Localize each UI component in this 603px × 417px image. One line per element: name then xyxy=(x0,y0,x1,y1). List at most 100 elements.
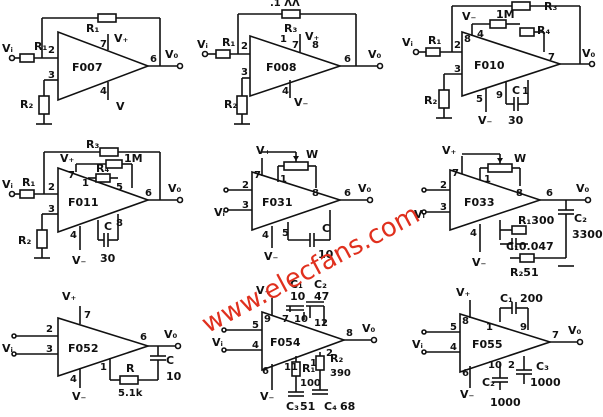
resistor-r1 xyxy=(19,53,35,63)
pin-label: 8 xyxy=(462,316,469,327)
resistor-r4 xyxy=(95,173,111,183)
c2-label: C₂ xyxy=(314,278,327,291)
pin-label: 4 xyxy=(252,340,259,351)
pin-label: 11 xyxy=(284,362,298,373)
chip-label: F055 xyxy=(472,338,502,351)
w-label: W xyxy=(306,148,318,161)
c2-label: C₂ xyxy=(574,212,587,225)
pin-label: 6 xyxy=(546,188,553,199)
rf-label: R₁ xyxy=(86,22,99,35)
r1-label: R₁ xyxy=(428,34,441,47)
r2-label: R₂51 xyxy=(510,266,539,279)
vminus-label: V₋ xyxy=(264,250,279,263)
pin-label: 2 xyxy=(508,360,515,371)
chip-label: F007 xyxy=(72,61,102,74)
pin-label: 8 xyxy=(312,40,319,51)
opamp-triangle xyxy=(57,316,151,378)
resistor-1m xyxy=(489,19,507,29)
pin-label: 4 xyxy=(450,342,457,353)
c-value: 30 xyxy=(508,114,524,127)
pin-label: 1 xyxy=(280,174,287,185)
pin-label: 3 xyxy=(241,67,248,78)
opamp-triangle xyxy=(249,34,343,98)
vi-label: Vᵢ xyxy=(2,42,13,55)
pin-label: 6 xyxy=(462,368,469,379)
r-label: R xyxy=(126,362,135,375)
pin-label: 7 xyxy=(100,39,107,50)
vo-label: V₀ xyxy=(164,328,178,341)
vminus-label: V₋ xyxy=(478,114,493,127)
r3-label: R₃ xyxy=(86,138,99,151)
circuit-f054: F054 V₊ C₁ 10 C₂ 47 Vᵢ V₀ V₋ R₁ 100 xyxy=(212,278,378,413)
circuit-f031: F031 V₊ W Vᵢ V₀ V₋ C 10 7 1 xyxy=(214,144,374,263)
r1-label: R₁ xyxy=(222,36,235,49)
vi-label: Vᵢ xyxy=(402,36,413,49)
w-label: W xyxy=(514,152,526,165)
vminus-label: V₋ xyxy=(260,390,275,403)
pin-label: 4 xyxy=(470,228,477,239)
pin-label: 4 xyxy=(70,230,77,241)
pin-label: 7 xyxy=(548,52,555,63)
pin-label: 10 xyxy=(294,314,308,325)
chip-label: F010 xyxy=(474,59,505,72)
chip-label: F052 xyxy=(68,342,98,355)
1m-label: 1M xyxy=(496,8,515,21)
c-value: 30 xyxy=(100,252,116,265)
pin-label: 6 xyxy=(145,188,152,199)
resistor-r2 xyxy=(315,355,325,371)
vplus-label: V₊ xyxy=(62,290,77,303)
pin-label: 5 xyxy=(450,322,457,333)
vminus-label: V₋ xyxy=(294,96,309,109)
pin-label: 1 xyxy=(280,34,287,45)
resistor-feedback xyxy=(97,13,117,23)
pin-label: 2 xyxy=(48,182,55,193)
r2-label: R₂ xyxy=(424,94,437,107)
c1-value: 10 xyxy=(290,290,306,303)
potentiometer-w xyxy=(487,163,513,173)
c1-label: C₁ xyxy=(290,278,303,291)
resistor-r1 xyxy=(425,47,441,57)
resistor-r2 xyxy=(236,95,248,115)
resistor-r1 xyxy=(215,49,231,59)
vi-label: Vᵢ xyxy=(2,342,13,355)
r1-label: R₁ xyxy=(22,176,35,189)
pin-label: 4 xyxy=(477,29,484,40)
resistor-feedback xyxy=(281,9,301,19)
r4-label: R₄ xyxy=(537,24,550,37)
vi-label: Vᵢ xyxy=(212,336,223,349)
chip-label: F011 xyxy=(68,196,98,209)
c4-value: 68 xyxy=(340,400,355,413)
circuit-f007: F007 Vᵢ R₁ R₁ V₀ R₂ V₊ V 2 3 7 6 xyxy=(2,13,184,125)
pin-label: 2 xyxy=(241,41,248,52)
pin-label: 3 xyxy=(46,344,53,355)
pin-label: 7 xyxy=(292,40,299,51)
c-value: 10 xyxy=(318,248,334,261)
r3-label: R₃ xyxy=(544,0,557,13)
pin-label: 1 xyxy=(310,358,317,369)
c3-label: C₃ xyxy=(286,400,299,413)
vplus-label: V₊ xyxy=(456,286,471,299)
r1-value: 100 xyxy=(300,378,321,389)
pin-label: 6 xyxy=(140,332,147,343)
pin-label: 9 xyxy=(520,322,527,333)
pin-label: 2 xyxy=(440,180,447,191)
c-label: C xyxy=(322,222,330,235)
vo-label: V₀ xyxy=(568,324,582,337)
vplus-label: V₊ xyxy=(305,30,320,43)
pin-label: 9 xyxy=(496,90,503,101)
c2-value: 3300 xyxy=(572,228,603,241)
pin-label: 7 xyxy=(254,170,261,181)
vminus-label: V₋ xyxy=(472,256,487,269)
resistor-r4 xyxy=(519,27,535,37)
resistor-feedback-r3 xyxy=(511,1,531,11)
pin-label: 4 xyxy=(70,374,77,385)
vminus-label: V₋ xyxy=(460,388,475,401)
pin-label: 1 xyxy=(82,178,89,189)
c1-label: C₁ xyxy=(500,292,513,305)
resistor-r1 xyxy=(291,361,301,377)
resistor-r2 xyxy=(38,95,50,115)
pin-label: 7 xyxy=(282,314,289,325)
pin-label: 2 xyxy=(242,180,249,191)
pin-label: 12 xyxy=(314,318,328,329)
opamp-triangle xyxy=(57,166,151,234)
